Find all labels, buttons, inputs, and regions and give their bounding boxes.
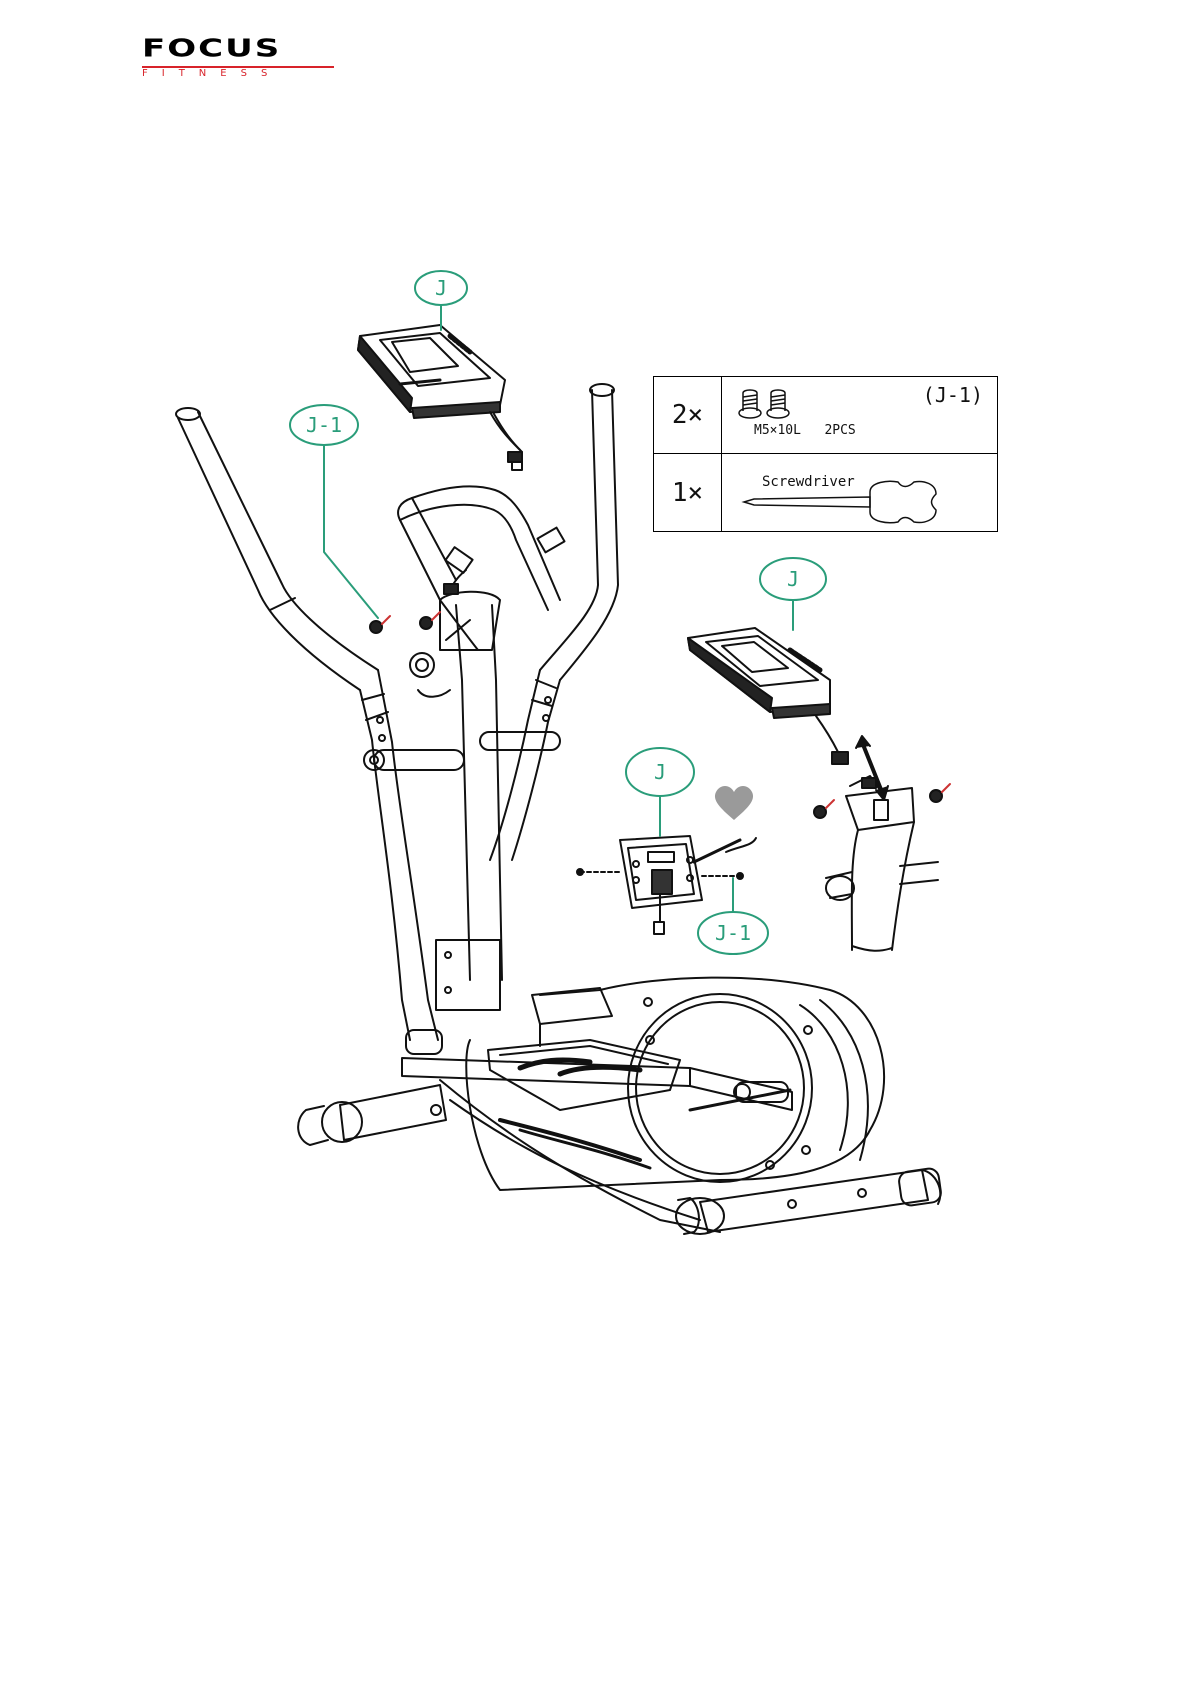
qty-screws: 2× — [654, 377, 722, 453]
callout-label-console-back: J — [626, 756, 694, 788]
callout-label-console-right: J — [760, 564, 826, 594]
callout-label-screws-bottom: J-1 — [698, 918, 768, 948]
callout-label-console-top: J — [415, 274, 467, 302]
parts-row-screws: 2× (J-1) M5×10L 2PCS — [654, 377, 997, 454]
heart-shape — [715, 786, 753, 820]
screws-left — [370, 612, 440, 633]
console-top — [358, 325, 522, 470]
screw-icon — [734, 385, 804, 423]
part-code-j1: (J-1) — [923, 383, 983, 407]
screwdriver-icon — [738, 472, 958, 524]
console-right — [688, 628, 888, 800]
screw-spec: M5×10L 2PCS — [754, 423, 856, 438]
mast-plate — [814, 776, 950, 951]
qty-screwdriver: 1× — [654, 454, 722, 531]
parts-table: 2× (J-1) M5×10L 2PCS 1× Screwdriver — [653, 376, 998, 532]
parts-row-screwdriver: 1× Screwdriver — [654, 454, 997, 531]
callout-label-screws-left: J-1 — [290, 410, 358, 440]
